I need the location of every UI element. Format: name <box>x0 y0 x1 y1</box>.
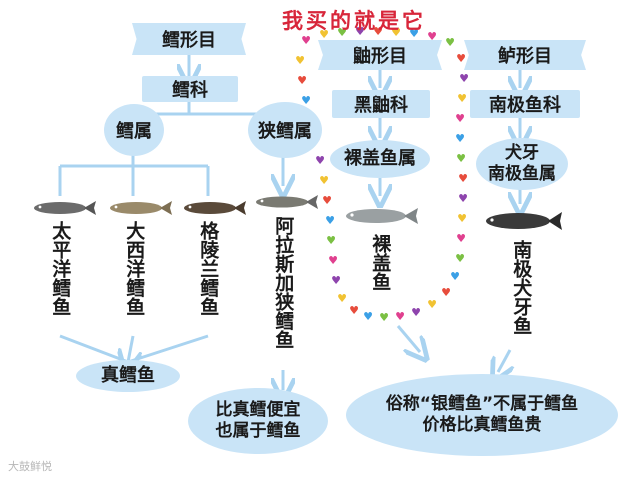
species-toothfish: 南极犬牙鱼 <box>510 240 531 335</box>
svg-text:♥: ♥ <box>456 52 466 65</box>
svg-text:♥: ♥ <box>427 298 437 311</box>
alaska-pollock-fish-image <box>252 192 318 212</box>
sablefish-fish-image <box>342 204 418 228</box>
greenland-cod-fish-image <box>180 198 246 218</box>
toothfish-fish-image <box>482 208 562 234</box>
true-cod-label: 真鳕鱼 <box>76 360 180 392</box>
species-sablefish: 裸盖鱼 <box>369 234 390 291</box>
order-gadiformes: 鳕形目 <box>132 23 246 55</box>
headline: 我买的就是它 <box>282 5 426 35</box>
svg-text:♥: ♥ <box>349 304 359 317</box>
svg-text:♥: ♥ <box>363 310 373 323</box>
family-nototheniidae: 南极鱼科 <box>470 90 580 118</box>
svg-text:♥: ♥ <box>295 54 305 67</box>
svg-text:♥: ♥ <box>379 311 389 324</box>
svg-text:♥: ♥ <box>331 274 341 287</box>
svg-text:♥: ♥ <box>459 72 469 85</box>
svg-text:♥: ♥ <box>315 154 325 167</box>
svg-text:♥: ♥ <box>456 152 466 165</box>
svg-text:♥: ♥ <box>325 214 335 227</box>
svg-text:♥: ♥ <box>297 74 307 87</box>
svg-text:♥: ♥ <box>411 306 421 319</box>
family-gadidae: 鳕科 <box>142 76 238 102</box>
svg-text:♥: ♥ <box>458 172 468 185</box>
pollock-note: 比真鳕便宜 也属于鳕鱼 <box>188 388 328 454</box>
svg-text:♥: ♥ <box>441 286 451 299</box>
silver-cod-note: 俗称“银鳕鱼”不属于鳕鱼 价格比真鳕鱼贵 <box>346 374 618 456</box>
order-perciformes: 鲈形目 <box>464 40 586 70</box>
svg-text:♥: ♥ <box>322 194 332 207</box>
svg-text:♥: ♥ <box>455 132 465 145</box>
svg-text:♥: ♥ <box>301 34 311 47</box>
genus-anoplopoma: 裸盖鱼属 <box>330 140 430 178</box>
atlantic-cod-fish-image <box>106 198 172 218</box>
watermark: 大鼓鲜悦 <box>8 458 52 474</box>
genus-gadus: 鳕属 <box>104 104 164 156</box>
svg-text:♥: ♥ <box>457 92 467 105</box>
species-atlantic-cod: 大西洋鳕鱼 <box>123 221 144 316</box>
species-pacific-cod: 太平洋鳕鱼 <box>49 221 70 316</box>
species-alaska-pollock: 阿拉斯加狭鳕鱼 <box>272 216 293 349</box>
svg-text:♥: ♥ <box>456 232 466 245</box>
svg-text:♥: ♥ <box>326 234 336 247</box>
pacific-cod-fish-image <box>30 198 96 218</box>
order-ophidiiformes: 鼬形目 <box>318 40 442 70</box>
svg-text:♥: ♥ <box>319 174 329 187</box>
svg-text:♥: ♥ <box>458 192 468 205</box>
svg-text:♥: ♥ <box>337 292 347 305</box>
svg-text:♥: ♥ <box>457 212 467 225</box>
genus-theragra: 狭鳕属 <box>248 102 322 158</box>
svg-text:♥: ♥ <box>445 36 455 49</box>
svg-text:♥: ♥ <box>395 310 405 323</box>
svg-text:♥: ♥ <box>455 252 465 265</box>
svg-text:♥: ♥ <box>455 112 465 125</box>
family-ophidiidae: 黑鼬科 <box>332 90 430 118</box>
svg-text:♥: ♥ <box>450 270 460 283</box>
species-greenland-cod: 格陵兰鳕鱼 <box>197 221 218 316</box>
genus-dissostichus: 犬牙 南极鱼属 <box>476 138 568 190</box>
svg-text:♥: ♥ <box>328 254 338 267</box>
